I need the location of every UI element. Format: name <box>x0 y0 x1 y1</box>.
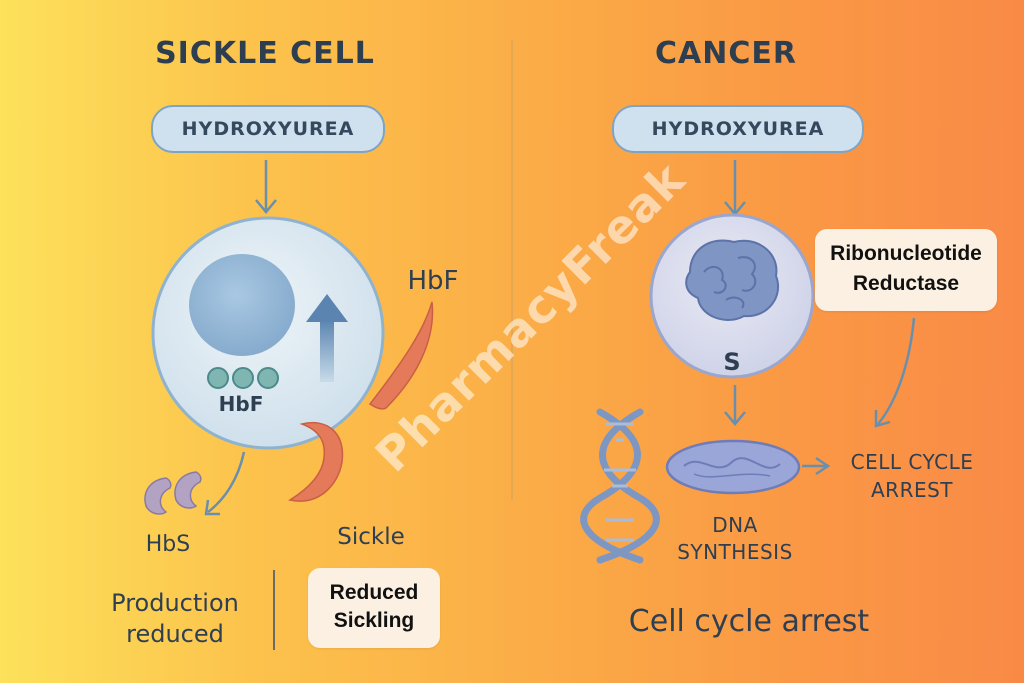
s-phase-label: S <box>723 348 741 376</box>
enzyme-box: Ribonucleotide Reductase <box>815 229 997 311</box>
synthesis-arrow <box>724 385 746 426</box>
arrest-line-1: CELL CYCLE <box>850 450 974 474</box>
dna-rungs <box>604 422 636 542</box>
reduced-sickling-box: Reduced Sickling <box>308 568 440 648</box>
left-heading: SICKLE CELL <box>155 36 375 71</box>
enzyme-line-1: Ribonucleotide <box>830 242 982 265</box>
dna-line-1: DNA <box>712 513 758 537</box>
arrest-arrow <box>802 456 831 476</box>
cell-cycle-arrest-label: CELL CYCLE ARREST <box>830 448 994 504</box>
cell-nucleus <box>189 254 295 356</box>
sickle-cell-upper <box>368 301 434 410</box>
result-line-2: Sickling <box>333 609 415 632</box>
dna-synthesis-ellipse <box>665 439 801 495</box>
left-drug-pill: HYDROXYUREA <box>151 105 385 153</box>
sickle-label: Sickle <box>337 524 405 550</box>
chromatin-nucleus <box>685 239 779 321</box>
enzyme-arrow <box>874 317 916 428</box>
production-line-1: Production <box>111 589 239 617</box>
hbs-arrow <box>204 451 246 516</box>
production-reduced-label: Production reduced <box>92 588 258 650</box>
right-drug-arrow <box>724 160 746 216</box>
result-line-1: Reduced <box>329 581 419 604</box>
dna-helix <box>580 408 660 564</box>
left-drug-arrow <box>255 160 277 214</box>
dna-synthesis-label: DNA SYNTHESIS <box>660 512 810 566</box>
hbf-label: HbF <box>407 266 459 296</box>
arrest-line-2: ARREST <box>870 478 954 502</box>
increase-arrow <box>306 294 348 382</box>
production-line-2: reduced <box>126 620 224 648</box>
hbf-molecules <box>207 367 279 389</box>
footer-cell-cycle-arrest: Cell cycle arrest <box>628 604 870 639</box>
cell-hbf-label: HbF <box>218 392 264 416</box>
dna-line-2: SYNTHESIS <box>677 540 793 564</box>
enzyme-line-2: Reductase <box>852 272 960 295</box>
hbs-crescent-2 <box>174 471 202 509</box>
hbs-crescent-1 <box>144 477 172 515</box>
hbs-label: HbS <box>145 532 191 557</box>
right-heading: CANCER <box>655 36 797 71</box>
right-drug-pill: HYDROXYUREA <box>612 105 864 153</box>
sickle-cell-lower <box>288 421 344 502</box>
